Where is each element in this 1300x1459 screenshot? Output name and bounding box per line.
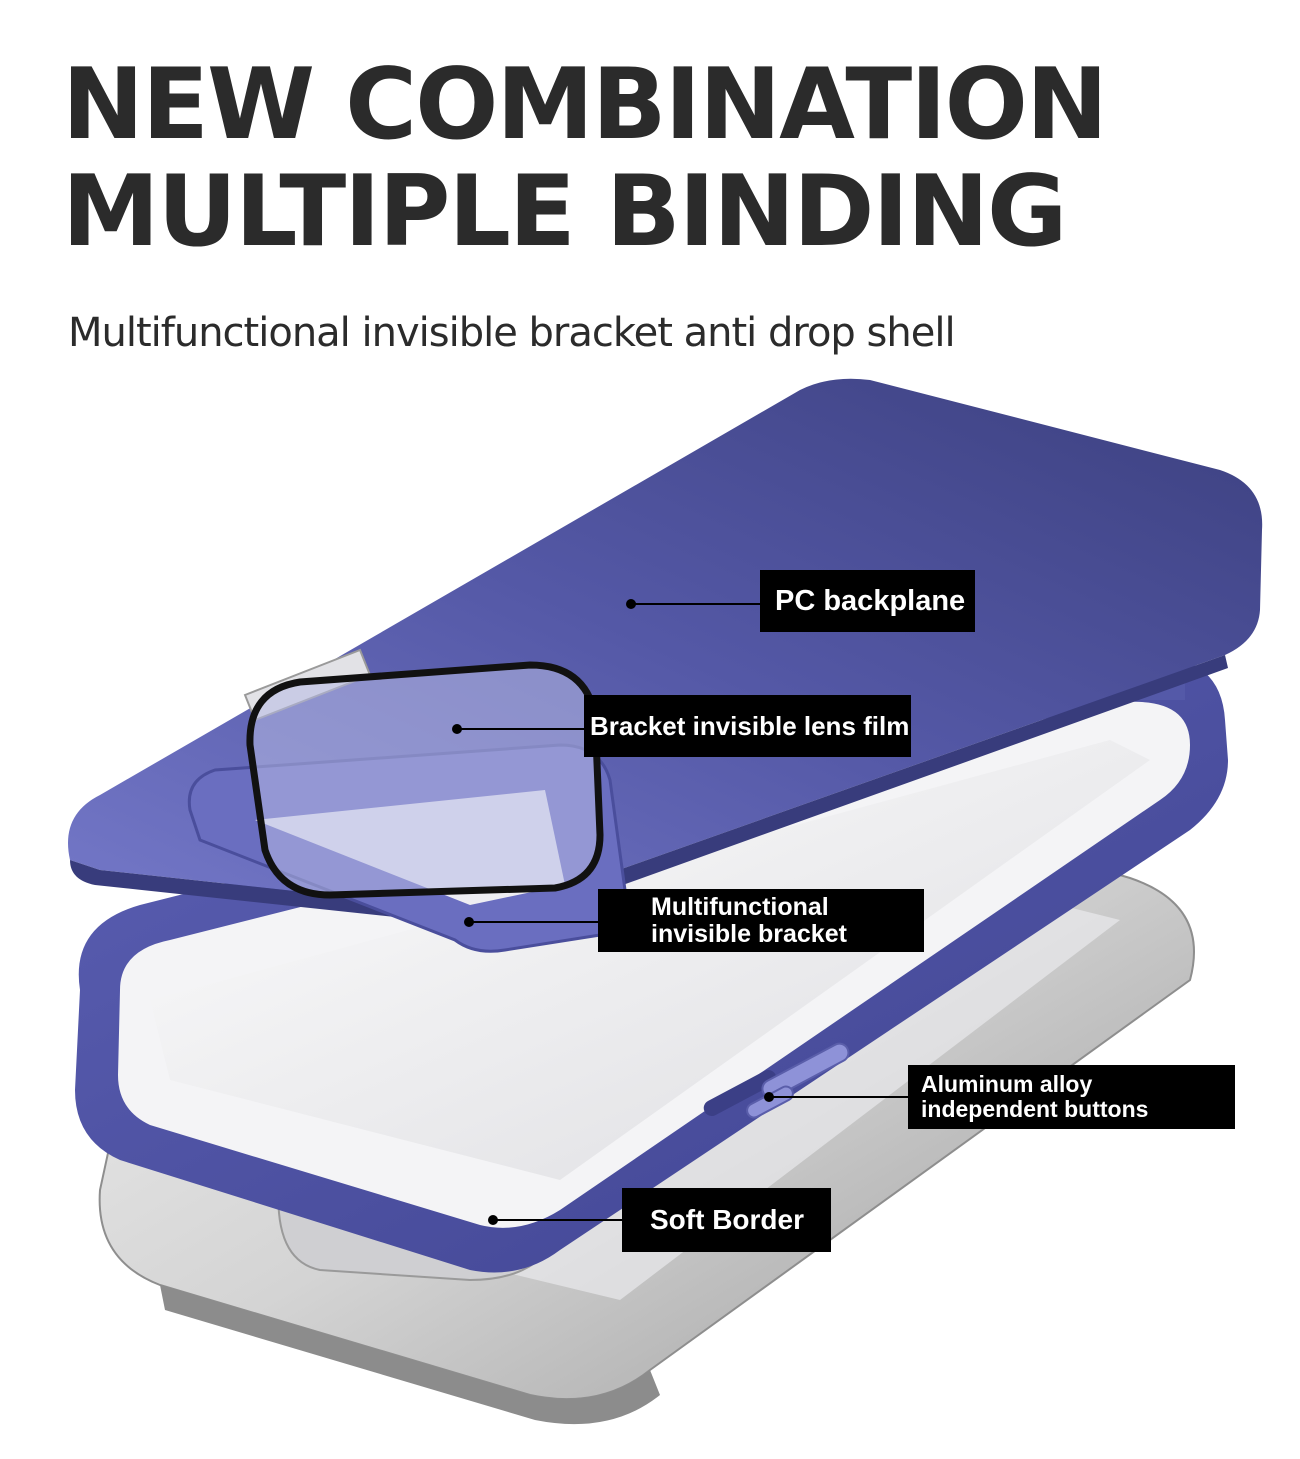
callout-soft-border: Soft Border: [622, 1188, 831, 1252]
callout-lens-film-label: Bracket invisible lens film: [590, 710, 910, 741]
callout-soft-border-label: Soft Border: [650, 1204, 804, 1235]
soft-border-frame: [75, 655, 1228, 1273]
lens-film: [246, 661, 604, 899]
callout-bracket-line-1: Multifunctional: [651, 892, 829, 921]
headline-line-1: NEW COMBINATION: [62, 48, 1108, 162]
headline: NEW COMBINATION MULTIPLE BINDING: [62, 48, 1108, 269]
callout-invisible-bracket: Multifunctional invisible bracket: [598, 889, 924, 952]
callout-lens-film: Bracket invisible lens film: [584, 695, 911, 757]
callout-bracket-line-2: invisible bracket: [651, 919, 847, 948]
callout-pc-backplane: PC backplane: [760, 570, 975, 632]
callout-pc-backplane-label: PC backplane: [775, 584, 966, 617]
callout-buttons-line-2: independent buttons: [921, 1096, 1149, 1122]
leader-lines: [452, 599, 908, 1225]
callout-aluminum-buttons: Aluminum alloy independent buttons: [908, 1065, 1235, 1129]
headline-line-2: MULTIPLE BINDING: [62, 155, 1067, 269]
aluminum-buttons: [746, 1042, 850, 1119]
subtitle: Multifunctional invisible bracket anti d…: [68, 310, 956, 356]
callout-buttons-line-1: Aluminum alloy: [921, 1071, 1093, 1097]
